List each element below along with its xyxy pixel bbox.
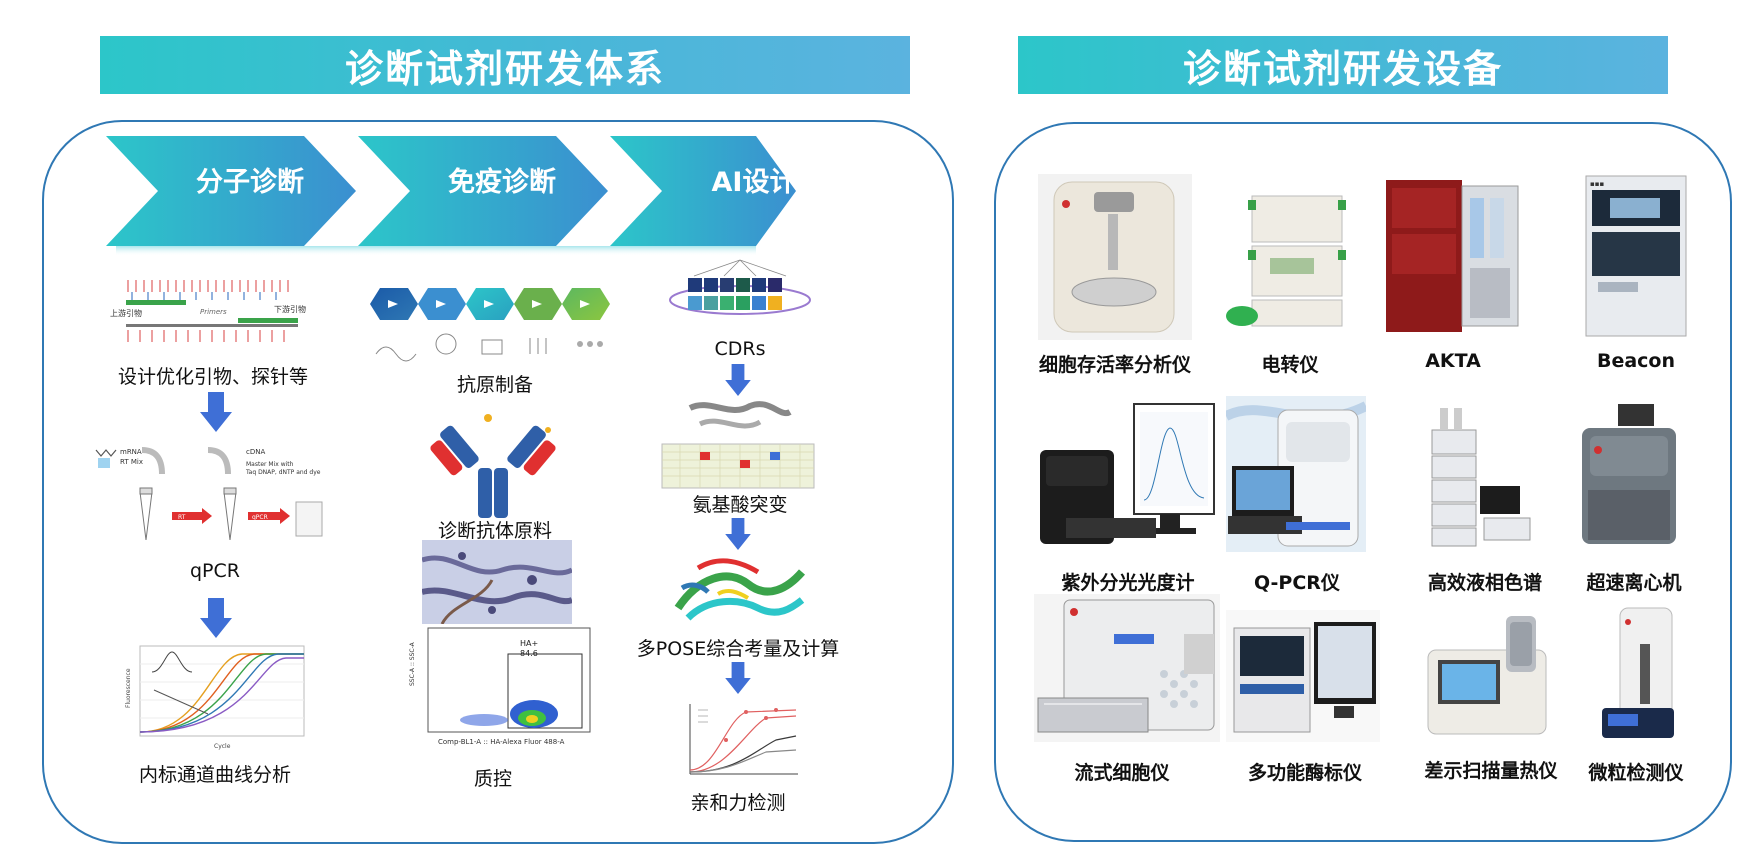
cdrs-matrix <box>664 258 816 330</box>
dsc-image <box>1427 616 1547 735</box>
svg-text:Master Mix with: Master Mix with <box>246 461 294 468</box>
device-label-ultracentrifuge: 超速离心机 <box>1586 572 1682 594</box>
device-label-uv-spectrophotometer: 紫外分光光度计 <box>1061 572 1195 594</box>
uv-spectrophotometer-image <box>1040 403 1215 544</box>
down-arrow-icon <box>725 518 751 550</box>
svg-text:上游引物: 上游引物 <box>110 308 142 318</box>
down-arrow-icon <box>725 662 751 694</box>
cell-viability-analyzer-image <box>1038 174 1192 340</box>
beacon-image: ▪▪▪ <box>1585 175 1687 337</box>
caption-amino-acid-mutation: 氨基酸突变 <box>692 494 788 516</box>
right-section-title: 诊断试剂研发设备 <box>1018 36 1668 94</box>
down-arrow-icon <box>725 364 751 396</box>
akta-image <box>1386 180 1519 332</box>
device-label-cell-viability: 细胞存活率分析仪 <box>1038 354 1191 376</box>
device-label-qpcr-instrument: Q-PCR仪 <box>1254 572 1340 594</box>
amplification-curves: Fluorescence Cycle <box>125 645 305 750</box>
particle-detector-image <box>1602 607 1674 738</box>
device-label-dsc: 差示扫描量热仪 <box>1424 760 1558 782</box>
caption-qpcr: qPCR <box>190 560 240 582</box>
device-label-akta: AKTA <box>1425 350 1481 372</box>
electroporator-image <box>1226 195 1346 327</box>
tissue-ihc-image <box>422 540 572 624</box>
step-molecular: 分子诊断 <box>196 167 304 198</box>
qpcr-workflow: mRNA RT Mix RT cDNA Master Mix with Taq … <box>95 447 323 541</box>
svg-text:下游引物: 下游引物 <box>274 304 306 314</box>
svg-text:Fluorescence: Fluorescence <box>125 668 132 708</box>
svg-text:Taq DNAP, dNTP and dye: Taq DNAP, dNTP and dye <box>245 469 321 476</box>
svg-text:RT Mix: RT Mix <box>120 458 143 466</box>
microplate-reader-image <box>1226 610 1380 742</box>
antibody-icon <box>430 414 556 518</box>
caption-multi-pose-calculation: 多POSE综合考量及计算 <box>636 638 840 660</box>
chevron-ai <box>610 136 796 246</box>
flow-cytometry-plot: HA+ 84.6 SSC-A :: SSC-A Comp-BL1-A :: HA… <box>409 627 591 746</box>
primer-diagram: 上游引物 下游引物 Primers <box>110 280 306 342</box>
caption-antigen-prep: 抗原制备 <box>456 374 533 396</box>
device-label-flow-cytometer: 流式细胞仪 <box>1074 762 1170 784</box>
svg-text:HA+: HA+ <box>520 639 538 648</box>
hplc-image <box>1431 408 1531 547</box>
svg-text:mRNA: mRNA <box>120 448 142 456</box>
process-chevrons <box>106 136 796 256</box>
caption-quality-control: 质控 <box>473 768 512 790</box>
svg-text:Cycle: Cycle <box>214 743 231 750</box>
svg-text:Primers: Primers <box>200 308 227 316</box>
down-arrow-icon <box>200 392 232 432</box>
chevron-immuno <box>358 136 608 246</box>
antigen-prep-steps <box>370 288 610 362</box>
device-label-beacon: Beacon <box>1596 350 1676 372</box>
step-ai: AI设计 <box>711 167 797 198</box>
flow-cytometer-image <box>1034 594 1220 742</box>
device-label-microplate-reader: 多功能酶标仪 <box>1247 762 1362 784</box>
down-arrow-icon <box>200 598 232 638</box>
qpcr-instrument-image <box>1226 396 1366 552</box>
ultracentrifuge-image <box>1582 404 1676 544</box>
svg-text:SSC-A :: SSC-A: SSC-A :: SSC-A <box>409 641 416 686</box>
svg-text:qPCR: qPCR <box>252 514 268 521</box>
protein-structure-image <box>674 558 806 621</box>
svg-text:RT: RT <box>178 514 186 521</box>
device-label-particle-detector: 微粒检测仪 <box>1588 762 1684 784</box>
amino-acid-mutation-image <box>661 401 815 489</box>
svg-text:Comp-BL1-A :: HA-Alexa Fluor 4: Comp-BL1-A :: HA-Alexa Fluor 488-A <box>438 738 565 746</box>
svg-text:▪▪▪: ▪▪▪ <box>1590 180 1604 188</box>
device-label-hplc: 高效液相色谱 <box>1427 572 1542 594</box>
svg-text:cDNA: cDNA <box>246 448 265 456</box>
left-section-title: 诊断试剂研发体系 <box>100 36 910 94</box>
affinity-curves <box>689 704 798 775</box>
caption-cdrs: CDRs <box>714 338 766 360</box>
svg-text:84.6: 84.6 <box>520 649 538 658</box>
chevron-molecular <box>106 136 356 246</box>
device-label-electroporator: 电转仪 <box>1261 354 1319 376</box>
caption-affinity-test: 亲和力检测 <box>690 792 786 814</box>
caption-internal-channel-analysis: 内标通道曲线分析 <box>138 764 291 786</box>
caption-primer-design: 设计优化引物、探针等 <box>117 366 308 388</box>
step-immuno: 免疫诊断 <box>448 167 556 198</box>
caption-diagnostic-antibody: 诊断抗体原料 <box>437 520 552 540</box>
